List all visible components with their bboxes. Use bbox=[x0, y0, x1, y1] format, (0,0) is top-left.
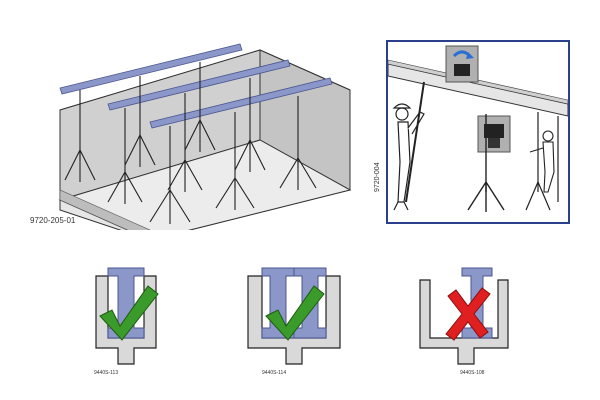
detail-2-svg bbox=[247, 267, 341, 365]
adjustment-pole bbox=[405, 81, 425, 203]
detail-3-code: 9440S-108 bbox=[460, 370, 485, 376]
detail-1-code: 9440S-113 bbox=[94, 370, 119, 376]
detail-incorrect: 9440S-108 bbox=[416, 266, 526, 381]
beam-3 bbox=[149, 77, 333, 129]
props bbox=[64, 62, 317, 224]
detail-2-code: 9440S-114 bbox=[262, 370, 287, 376]
detail-1-svg bbox=[95, 267, 159, 365]
beam-profile bbox=[107, 267, 145, 339]
check-mark-icon bbox=[265, 285, 325, 341]
worker-left bbox=[392, 103, 425, 211]
detail-correct-double: 9440S-114 bbox=[244, 266, 354, 381]
u-head bbox=[419, 279, 509, 365]
central-prop bbox=[467, 114, 505, 212]
beam-1 bbox=[59, 43, 243, 95]
detail-3-svg bbox=[419, 267, 509, 365]
clamp-detail-icon bbox=[477, 115, 511, 153]
cross-mark-icon bbox=[445, 287, 491, 341]
beams bbox=[59, 43, 333, 129]
room-shoring-illustration: 9720-205-01 bbox=[30, 30, 360, 230]
worker-illustration-frame: 9720-004 bbox=[374, 40, 570, 224]
detail-correct-single: 9440S-113 bbox=[90, 266, 180, 381]
worker-figure-code: 9720-004 bbox=[374, 162, 381, 192]
check-mark-icon bbox=[99, 285, 159, 341]
beam-2 bbox=[107, 59, 291, 111]
worker-right bbox=[529, 130, 555, 193]
right-prop bbox=[525, 112, 559, 211]
room-shoring-svg bbox=[58, 43, 352, 230]
worker-illustration-svg bbox=[388, 45, 568, 212]
rotate-adjust-icon bbox=[445, 45, 479, 83]
room-front-ledge bbox=[59, 189, 151, 230]
room-figure-code: 9720-205-01 bbox=[30, 216, 76, 225]
